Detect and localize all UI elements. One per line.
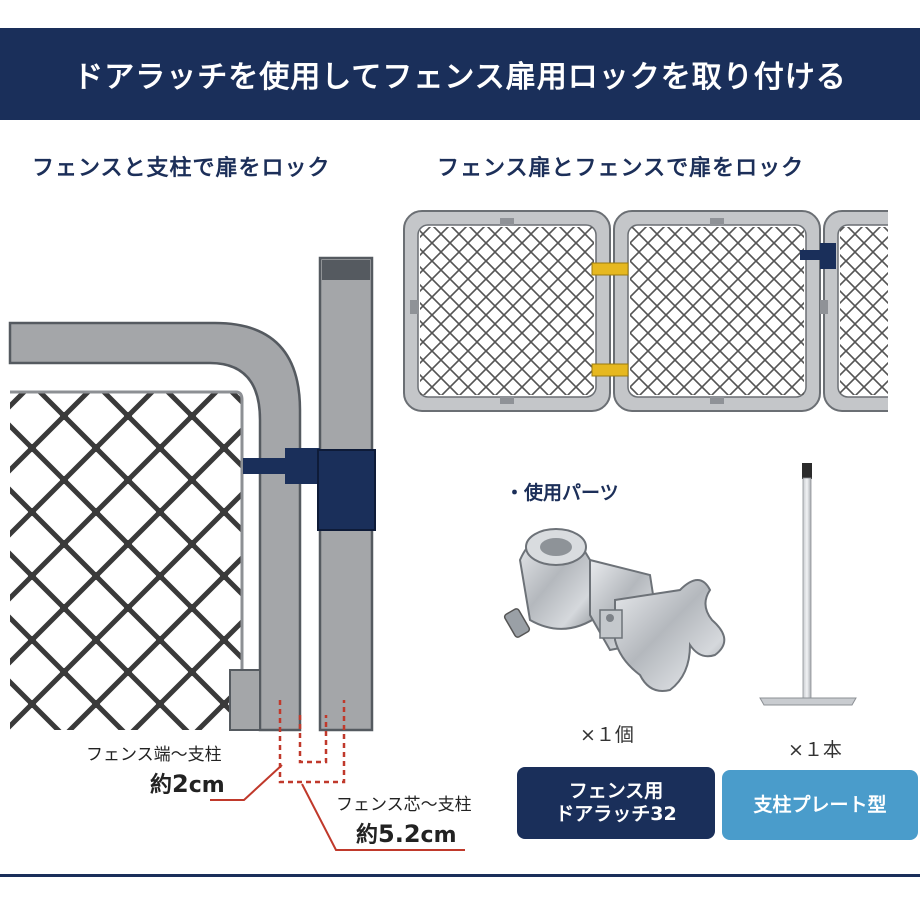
hinge-shape (591, 262, 629, 377)
parts-heading: ・使用パーツ (505, 482, 619, 504)
latch-name-line2: ドアラッチ32 (555, 803, 677, 825)
gate-frame-pipe (8, 321, 302, 732)
measurement-edge-prefix: 約 (150, 773, 173, 798)
mesh-inner-frame (10, 390, 244, 730)
measurement-edge-label: フェンス端～支柱 (86, 745, 222, 765)
bottom-divider (0, 874, 920, 877)
frame-bottom-block (229, 669, 261, 731)
measurement-core: フェンス芯～支柱 約5.2cm (336, 790, 472, 849)
latch-quantity: ×１個 (580, 724, 634, 746)
measurement-core-value: 約5.2cm (336, 817, 472, 849)
door-latch-shape (243, 448, 376, 531)
measurement-core-prefix: 約 (356, 823, 379, 848)
left-section-title: フェンスと支柱で扉をロック (32, 156, 331, 181)
measurement-core-number: 5.2 (378, 820, 421, 848)
header-banner: ドアラッチを使用してフェンス扉用ロックを取り付ける (0, 28, 920, 120)
fence-panels-diagram (403, 205, 920, 420)
post-name-badge: 支柱プレート型 (722, 770, 918, 840)
measurement-edge-number: 2 (172, 770, 189, 798)
fence-mesh (10, 392, 242, 730)
panel-latch-shape (800, 243, 836, 269)
post-name: 支柱プレート型 (753, 793, 887, 816)
latch-name-badge: フェンス用 ドアラッチ32 (517, 767, 715, 839)
measurement-edge-value: 約2cm (86, 767, 225, 799)
post-plate-part (759, 463, 857, 706)
post-quantity: ×１本 (788, 739, 842, 761)
measurement-core-unit: cm (420, 823, 457, 848)
page-title: ドアラッチを使用してフェンス扉用ロックを取り付ける (73, 60, 847, 95)
measurement-edge-unit: cm (188, 773, 225, 798)
measurement-guides (210, 700, 465, 851)
right-section-title: フェンス扉とフェンスで扉をロック (437, 156, 805, 181)
measurement-edge: フェンス端～支柱 約2cm (86, 740, 225, 799)
measurement-core-label: フェンス芯～支柱 (336, 795, 472, 815)
door-latch-part (503, 528, 726, 692)
latch-name-line1: フェンス用 (568, 780, 664, 803)
fence-gate-diagram (8, 256, 465, 851)
